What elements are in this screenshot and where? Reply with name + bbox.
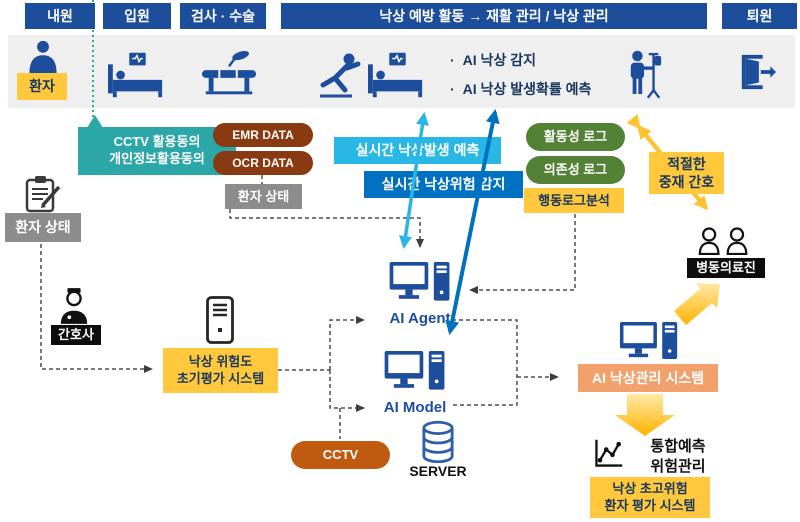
ai-capability-item: · AI 낙상 감지 [450,50,591,70]
exit-door-icon [738,53,776,91]
server-label: SERVER [409,463,467,479]
patient-journey-band [8,35,795,108]
bullet-glyph: · [450,52,455,68]
nurse-icon [58,288,90,324]
emr-data-pill: EMR DATA [213,123,313,147]
ai-capability-text: AI 낙상 감지 [462,52,536,68]
patient-icon [26,40,60,74]
patient-state-box-1: 환자 상태 [5,213,81,242]
realtime-detect-box: 실시간 낙상위험 감지 [364,171,523,198]
ai-model-label: AI Model [383,399,447,416]
fall-mgmt-computer-icon [618,322,680,366]
ai-model-computer-icon [383,351,447,397]
intervention-box: 적절한 중재 간호 [649,152,724,194]
assessment-server-icon [206,296,234,344]
ai-agent-label: AI Agent [389,310,451,327]
ai-capability-text: AI 낙상 발생확률 예측 [462,81,592,97]
behavior-log-analysis-box: 행동로그분석 [524,188,624,213]
dashed-connectors [40,175,576,439]
phase-admission: 입원 [103,3,171,29]
patient-state-box-2: 환자 상태 [225,184,302,209]
risk-chart-icon [592,438,624,470]
fall-mgmt-system-box: AI 낙상관리 시스템 [578,364,718,392]
dependency-log-pill: 의존성 로그 [526,156,625,184]
bullet-glyph: · [450,81,455,97]
realtime-predict-box: 실시간 낙상발생 예측 [334,137,501,164]
operating-table-icon [200,48,258,98]
block-arrow-down [615,394,675,436]
monitored-bed-icon [368,52,426,98]
cctv-pill: CCTV [291,441,390,469]
patient-label: 환자 [17,73,67,100]
activity-log-pill: 활동성 로그 [526,123,625,151]
consent-box: CCTV 활용동의 개인정보활용동의 [78,127,236,175]
integrated-risk-label: 통합예측 위험관리 [650,438,706,475]
phase-discharge: 퇴원 [722,3,797,29]
hospital-bed-icon [108,52,166,98]
ai-agent-computer-icon [388,262,452,308]
phase-exam-surgery: 검사 · 수술 [180,3,266,29]
block-arrow-to-ward-staff [674,283,720,325]
ward-staff-label: 병동의료진 [687,258,765,278]
phase-visit: 내원 [25,3,95,29]
phase-fall-prevention: 낙상 예방 활동 → 재활 관리 / 낙상 관리 [281,3,707,29]
ward-staff-icon [698,227,750,255]
consent-callout-pointer [87,115,103,128]
patient-iv-pole-icon [626,50,664,100]
ai-capability-list: · AI 낙상 감지 · AI 낙상 발생확률 예측 [450,50,591,108]
ai-capability-item: · AI 낙상 발생확률 예측 [450,79,591,99]
ocr-data-pill: OCR DATA [213,151,313,175]
nurse-label: 간호사 [51,325,101,345]
clipboard-icon [25,176,61,214]
high-risk-assessment-box: 낙상 초고위험 환자 평가 시스템 [590,477,710,518]
server-database-icon [422,420,454,464]
initial-assessment-box: 낙상 위험도 초기평가 시스템 [163,348,278,393]
falling-person-icon [318,52,364,98]
